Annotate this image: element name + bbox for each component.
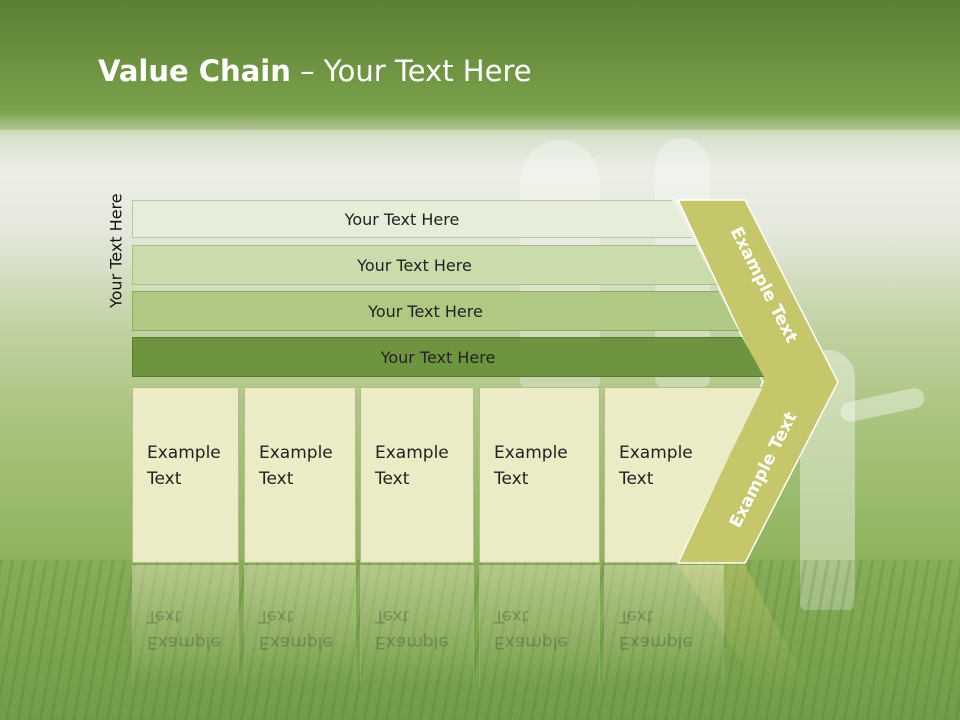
- example-box-2-line2: Text: [259, 469, 294, 489]
- chevron-reflection: [678, 565, 810, 690]
- chain-bar-2: Your Text Here: [132, 245, 717, 285]
- example-box-4-line2: Text: [494, 469, 529, 489]
- slide-title: Value Chain – Your Text Here: [98, 54, 532, 88]
- example-box-2: Example Text: [244, 387, 356, 563]
- example-box-5-line2: Text: [619, 469, 654, 489]
- example-box-4: Example Text: [479, 387, 600, 563]
- example-box-1: Example Text: [132, 387, 239, 563]
- example-box-3-line2: Text: [375, 469, 410, 489]
- example-box-5-line1: Example: [619, 443, 693, 463]
- title-bold: Value Chain: [98, 54, 291, 88]
- chain-bar-2-label: Your Text Here: [357, 255, 472, 275]
- chain-bar-4: Your Text Here: [132, 337, 764, 377]
- chain-bar-3-label: Your Text Here: [368, 301, 483, 321]
- chain-bar-1-label: Your Text Here: [344, 209, 460, 229]
- chevron-shape: [676, 199, 839, 564]
- chain-bar-3: Your Text Here: [132, 291, 739, 331]
- example-box-3: Example Text: [360, 387, 474, 563]
- grass-foreground: [0, 560, 960, 720]
- example-box-1-line2: Text: [147, 469, 182, 489]
- example-box-4-line1: Example: [494, 443, 568, 463]
- example-box-2-line1: Example: [259, 443, 333, 463]
- title-rest: – Your Text Here: [290, 54, 532, 88]
- chain-bar-1: Your Text Here: [132, 200, 692, 238]
- example-box-1-line1: Example: [147, 443, 221, 463]
- chain-bar-4-label: Your Text Here: [380, 347, 496, 367]
- example-box-3-line1: Example: [375, 443, 449, 463]
